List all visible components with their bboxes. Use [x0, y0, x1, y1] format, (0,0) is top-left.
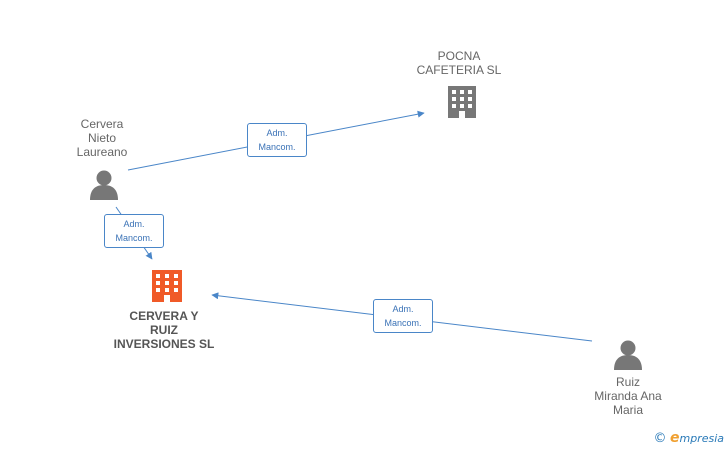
edge-label-adm-mancom: Adm. Mancom. — [104, 214, 164, 248]
edge-label-adm-mancom: Adm. Mancom. — [247, 123, 307, 157]
node-label-cervera-ruiz-inversiones[interactable]: CERVERA Y RUIZ INVERSIONES SL — [113, 309, 215, 351]
brand-name: mpresia — [679, 432, 724, 445]
node-label-pocna-cafeteria[interactable]: POCNA CAFETERIA SL — [416, 49, 502, 77]
empresia-watermark: © empresia — [653, 430, 724, 446]
building-icon[interactable] — [152, 270, 182, 302]
copyright-symbol: © — [653, 431, 667, 446]
building-icon[interactable] — [448, 86, 476, 118]
edge-label-adm-mancom: Adm. Mancom. — [373, 299, 433, 333]
person-icon[interactable] — [90, 170, 118, 201]
brand-initial: e — [669, 430, 680, 446]
node-label-ruiz-miranda-ana-maria[interactable]: Ruiz Miranda Ana Maria — [594, 375, 662, 417]
node-label-cervera-nieto-laureano[interactable]: Cervera Nieto Laureano — [76, 117, 128, 159]
person-icon[interactable] — [614, 340, 642, 371]
